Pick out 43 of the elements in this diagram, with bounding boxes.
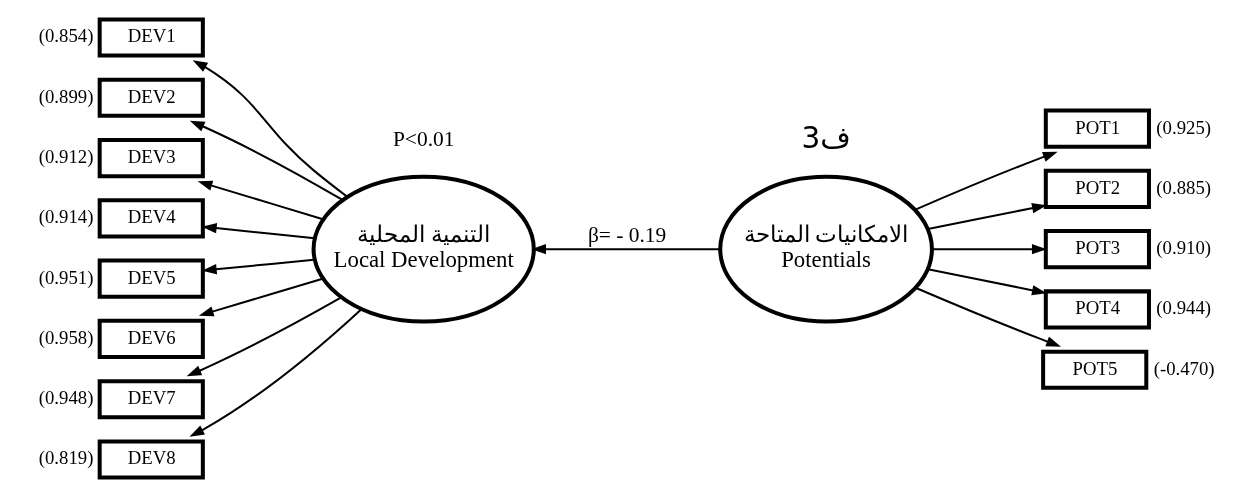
- node-label: (0.885): [1156, 176, 1212, 198]
- node-label: (0.914): [38, 206, 94, 228]
- arrow: [932, 244, 1047, 255]
- arrow: [201, 223, 315, 240]
- arrow: [927, 203, 1047, 230]
- edge-label: β= - 0.19: [587, 223, 667, 248]
- node-label: (0.854): [38, 25, 94, 47]
- node-box: DEV6: [97, 318, 205, 360]
- node-box: POT1: [1043, 108, 1151, 149]
- node-box: DEV7: [97, 379, 205, 420]
- arrow: [201, 258, 315, 275]
- node-label: (0.912): [38, 146, 94, 168]
- node-box: DEV8: [97, 439, 205, 480]
- node-label: (0.899): [38, 85, 94, 107]
- arrow: [915, 287, 1061, 347]
- node-box: DEV4: [97, 198, 205, 239]
- node-box: DEV1: [97, 17, 205, 58]
- arrow: [189, 308, 363, 437]
- node-box: DEV2: [97, 77, 205, 118]
- arrow: [192, 60, 348, 198]
- node-box: DEV3: [97, 137, 205, 179]
- node-label: (0.958): [38, 326, 94, 348]
- node-label: (0.944): [1156, 297, 1212, 319]
- node-label: (0.925): [1156, 116, 1212, 138]
- node-label: (0.910): [1156, 237, 1212, 259]
- arrow: [197, 180, 324, 221]
- arrow: [531, 244, 721, 255]
- node-label: (0.951): [38, 266, 94, 288]
- label: P<0.01: [392, 126, 455, 151]
- node-box: DEV5: [97, 258, 205, 299]
- arrow: [189, 120, 343, 201]
- node-box: POT4: [1043, 289, 1151, 330]
- arrow: [927, 268, 1047, 296]
- node-label: (0.948): [38, 387, 94, 409]
- node-box: POT5: [1041, 349, 1149, 390]
- node-box: POT2: [1043, 168, 1151, 209]
- node-label: (0.819): [38, 447, 94, 469]
- arrow: [198, 277, 323, 317]
- label: ف3: [801, 121, 851, 156]
- arrow: [186, 296, 342, 377]
- node-box: POT3: [1043, 229, 1151, 270]
- arrow: [915, 151, 1058, 211]
- node-label: (-0.470): [1153, 357, 1215, 379]
